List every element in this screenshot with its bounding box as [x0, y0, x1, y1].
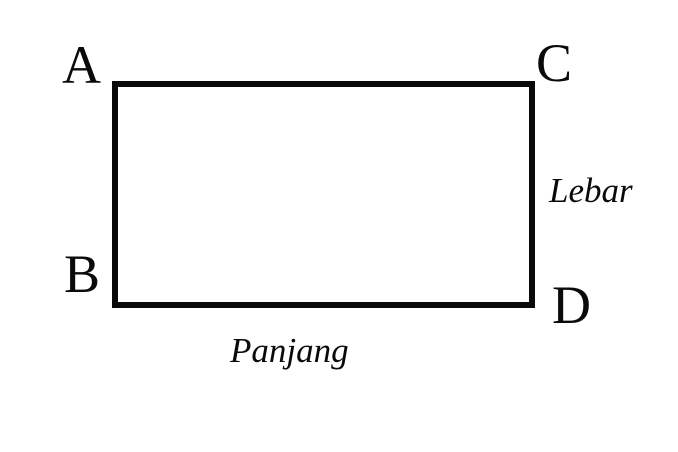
- side-label-width: Lebar: [549, 171, 633, 210]
- corner-label-a: A: [62, 35, 101, 95]
- rectangle-shape: [112, 81, 535, 308]
- side-label-length: Panjang: [230, 331, 349, 370]
- corner-label-d: D: [552, 275, 591, 335]
- corner-label-c: C: [536, 33, 573, 93]
- corner-label-b: B: [64, 244, 101, 304]
